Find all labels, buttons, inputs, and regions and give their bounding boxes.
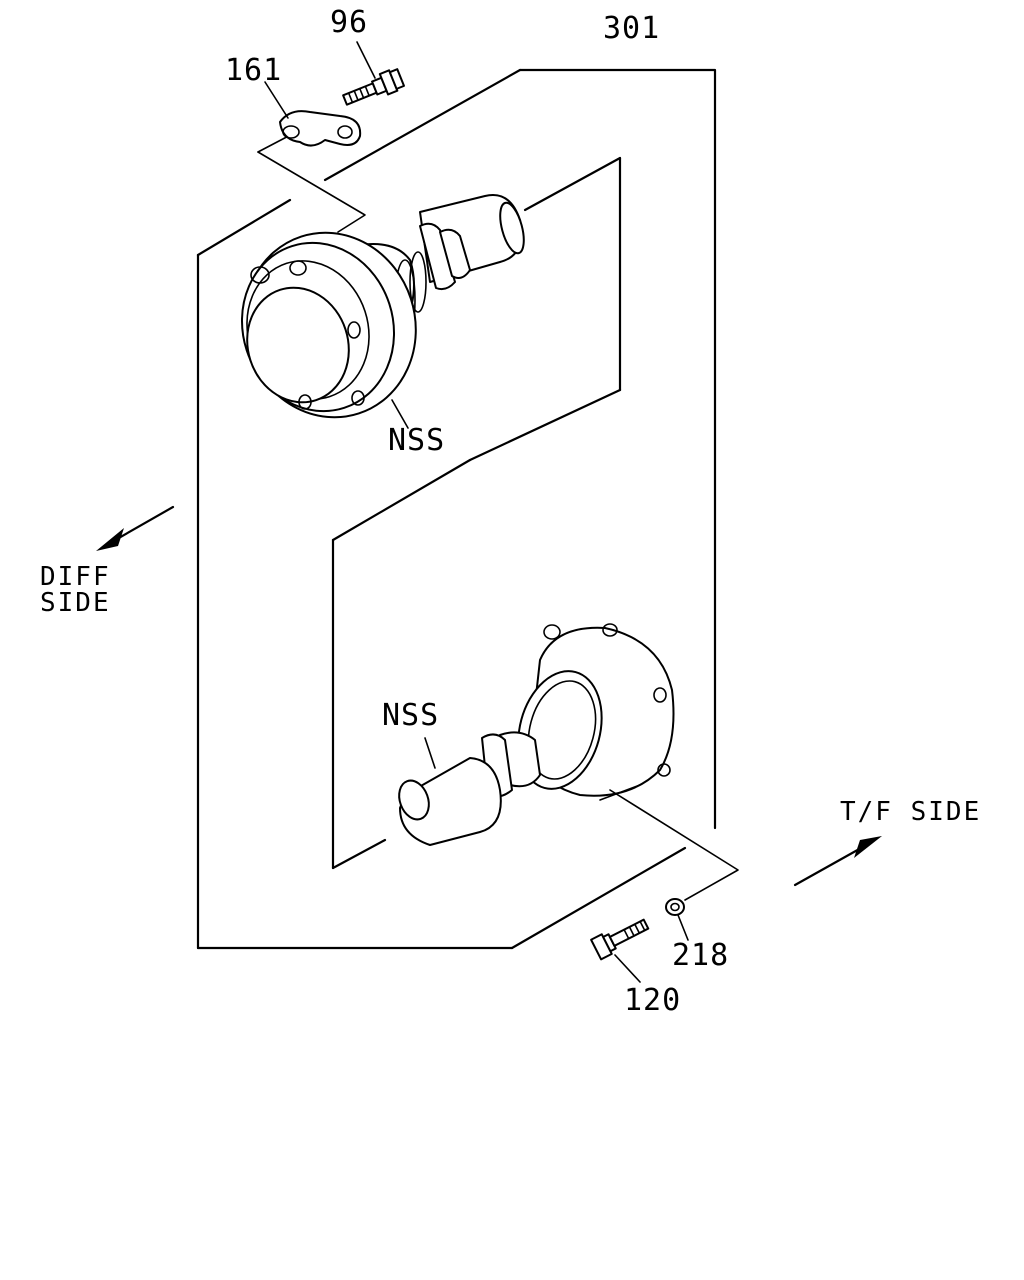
tf-side-arrow-icon (793, 836, 882, 887)
leader-218 (677, 914, 689, 941)
part-number-120: 120 (624, 983, 681, 1018)
tf-side-label: T/F SIDE (840, 797, 981, 827)
leader-nss-lower (424, 737, 436, 769)
leader-161 (264, 81, 289, 119)
assembly-outline-301 (196, 68, 717, 950)
leader-96 (356, 41, 376, 79)
part-number-218: 218 (672, 938, 729, 973)
bolt-120 (590, 918, 650, 961)
upper-cv-joint (240, 194, 525, 419)
washer-218 (665, 898, 685, 916)
part-number-96: 96 (330, 5, 368, 40)
part-label-nss-lower: NSS (382, 698, 439, 733)
diff-side-label-line1: DIFF (40, 562, 111, 592)
part-label-nss-upper: NSS (388, 423, 445, 458)
diff-side-label-line2: SIDE (40, 588, 111, 618)
leader-120 (614, 954, 641, 983)
part-number-301: 301 (603, 11, 660, 46)
part-number-161: 161 (225, 53, 282, 88)
fastener-leaders (599, 784, 739, 901)
bracket-161 (279, 110, 362, 147)
shaft-outline (331, 156, 622, 870)
lower-cv-joint (398, 623, 675, 846)
diff-side-arrow-icon (96, 505, 175, 551)
leader-nss-upper (391, 399, 409, 429)
bolt-96 (342, 68, 406, 106)
